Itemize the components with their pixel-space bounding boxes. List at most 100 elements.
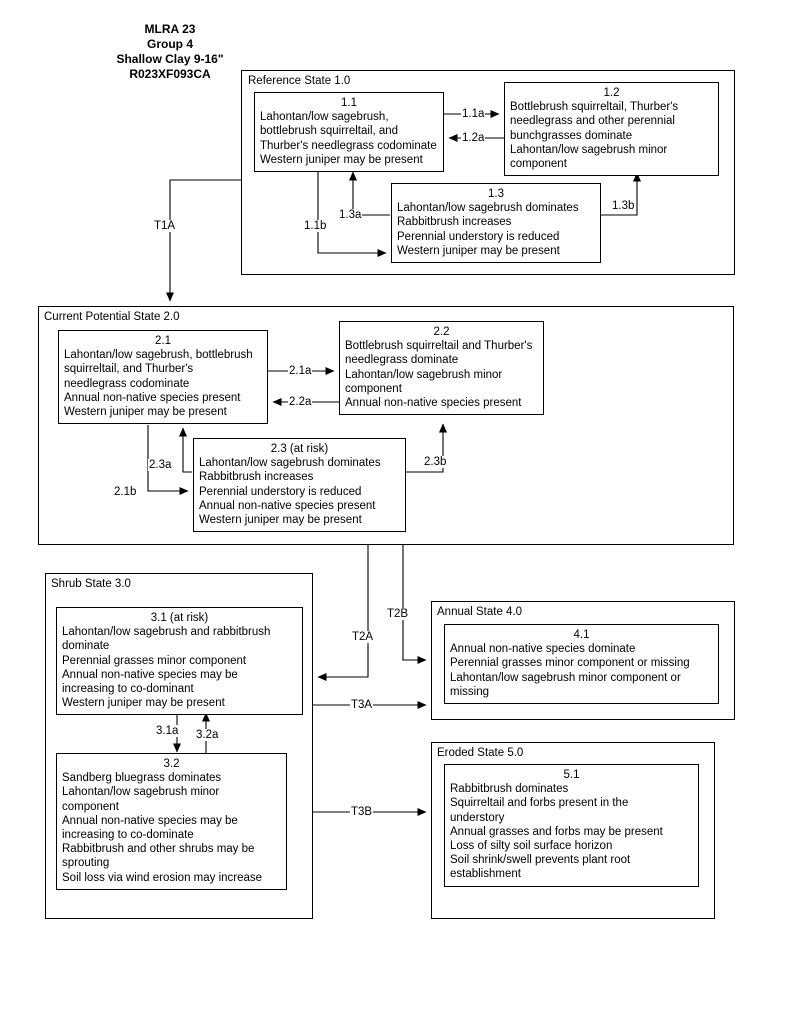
state-label-reference: Reference State 1.0 [248,75,351,87]
community-number-1-2: 1.2 [603,87,620,99]
community-line: Thurber's needlegrass codominate [260,139,437,152]
community-line: bunchgrasses dominate [510,129,633,142]
community-line: Annual non-native species may be [62,668,238,681]
community-line: component [62,800,119,813]
state-label-current-potential: Current Potential State 2.0 [44,311,180,323]
community-number-3-1: 3.1 (at risk) [150,612,209,624]
community-number-1-3: 1.3 [488,188,504,200]
community-line: increasing to co-dominant [62,683,194,696]
community-line: Western juniper may be present [199,514,362,527]
community-line: Annual non-native species present [345,397,522,410]
community-number-2-1: 2.1 [155,335,171,347]
edge-2-3b [406,423,447,473]
state-box-eroded [431,742,715,919]
community-line: Annual non-native species present [64,391,241,404]
community-line: Lahontan/low sagebrush dominates [397,202,579,215]
edge-t1a [166,179,241,302]
community-number-2-2: 2.2 [433,326,450,338]
community-box-3-2[interactable]: 3.2 Sandberg bluegrass dominates Lahonta… [56,753,287,890]
community-number-4-1: 4.1 [573,629,590,641]
edge-1-1b [317,168,387,257]
pathway-label-2-3a: 2.3a [148,459,173,471]
community-line: bottlebrush squirreltail, and [260,125,399,138]
title-line-code: R023XF093CA [129,67,211,81]
edge-t2b [402,545,427,664]
title-line-group: Group 4 [146,37,193,51]
community-line: Bottlebrush squirreltail and Thurber's [345,340,533,353]
community-line: component [510,158,567,171]
pathway-label-2-2a: 2.2a [288,396,313,408]
community-number-5-1: 5.1 [563,769,580,781]
edge-2-3a [179,427,192,473]
community-line: needlegrass dominate [345,354,459,367]
community-line: Western juniper may be present [64,406,227,419]
community-box-3-1[interactable]: 3.1 (at risk) Lahontan/low sagebrush and… [56,607,303,716]
community-line: establishment [450,868,521,881]
pathway-label-3-1a: 3.1a [155,725,180,737]
pathway-label-1-2a: 1.2a [461,132,486,144]
pathway-label-1-3b: 1.3b [611,200,636,212]
community-line: Rabbitbrush increases [199,471,314,484]
community-line: Soil loss via wind erosion may increase [62,871,263,884]
state-box-reference [241,70,735,275]
edge-t2a [317,545,369,681]
community-line: Rabbitbrush and other shrubs may be [62,843,255,856]
community-box-2-2[interactable]: 2.2 Bottlebrush squirreltail and Thurber… [339,321,544,416]
pathway-label-3-2a: 3.2a [195,729,220,741]
pathway-label-2-1b: 2.1b [113,486,138,498]
community-box-5-1[interactable]: 5.1 Rabbitbrush dominates Squirreltail a… [444,764,699,887]
community-line: Annual non-native species dominate [450,643,636,656]
edge-1-3b [601,172,641,216]
state-label-eroded: Eroded State 5.0 [437,747,524,759]
community-line: Lahontan/low sagebrush minor [62,786,220,799]
state-label-shrub: Shrub State 3.0 [51,578,131,590]
community-line: Perennial grasses minor component or mis… [450,657,690,670]
title-line-soil: Shallow Clay 9-16" [116,52,224,66]
community-line: Lahontan/low sagebrush minor component o… [450,671,681,684]
state-box-current-potential [38,306,734,545]
state-label-annual: Annual State 4.0 [437,606,523,618]
pathway-label-2-3b: 2.3b [423,456,448,468]
community-line: Western juniper may be present [62,697,225,710]
community-line: Lahontan/low sagebrush and rabbitbrush [62,626,271,639]
community-line: Perennial grasses minor component [62,654,247,667]
community-line: needlegrass codominate [64,377,190,390]
community-line: Soil shrink/swell prevents plant root [450,854,631,867]
community-box-1-2[interactable]: 1.2 Bottlebrush squirreltail, Thurber's … [504,82,719,177]
community-line: Annual non-native species may be [62,814,238,827]
state-box-shrub [45,573,313,919]
community-line: dominate [62,640,110,653]
community-line: Rabbitbrush dominates [450,783,569,796]
community-line: Lahontan/low sagebrush minor [510,143,668,156]
community-box-4-1[interactable]: 4.1 Annual non-native species dominate P… [444,624,719,705]
community-line: needlegrass and other perennial [510,115,675,128]
community-line: Perennial understory is reduced [397,230,560,243]
community-box-2-3[interactable]: 2.3 (at risk) Lahontan/low sagebrush dom… [193,438,406,533]
community-box-1-3[interactable]: 1.3 Lahontan/low sagebrush dominates Rab… [391,183,601,264]
community-line: squirreltail, and Thurber's [64,363,194,376]
community-line: increasing to co-dominate [62,829,194,842]
edge-2-1b [147,425,189,495]
community-box-1-1[interactable]: 1.1 Lahontan/low sagebrush, bottlebrush … [254,92,444,173]
community-number-1-1: 1.1 [341,97,357,109]
pathway-label-1-3a: 1.3a [338,209,363,221]
community-line: Loss of silty soil surface horizon [450,840,613,853]
community-line: Annual grasses and forbs may be present [450,825,663,838]
community-line: Lahontan/low sagebrush dominates [199,457,381,470]
community-line: understory [450,811,505,824]
community-line: Lahontan/low sagebrush, bottlebrush [64,349,253,362]
community-number-3-2: 3.2 [163,758,180,770]
community-line: sprouting [62,857,110,870]
transition-label-t3a: T3A [350,699,374,711]
state-box-annual [431,601,735,720]
transition-label-t3b: T3B [350,806,374,818]
title-block: MLRA 23 Group 4 Shallow Clay 9-16" R023X… [60,22,280,82]
transition-label-t1a: T1A [153,220,177,232]
community-line: Lahontan/low sagebrush minor [345,368,503,381]
community-line: Bottlebrush squirreltail, Thurber's [510,101,679,114]
community-line: component [345,382,402,395]
title-line-mlra: MLRA 23 [144,22,196,36]
community-box-2-1[interactable]: 2.1 Lahontan/low sagebrush, bottlebrush … [58,330,268,425]
